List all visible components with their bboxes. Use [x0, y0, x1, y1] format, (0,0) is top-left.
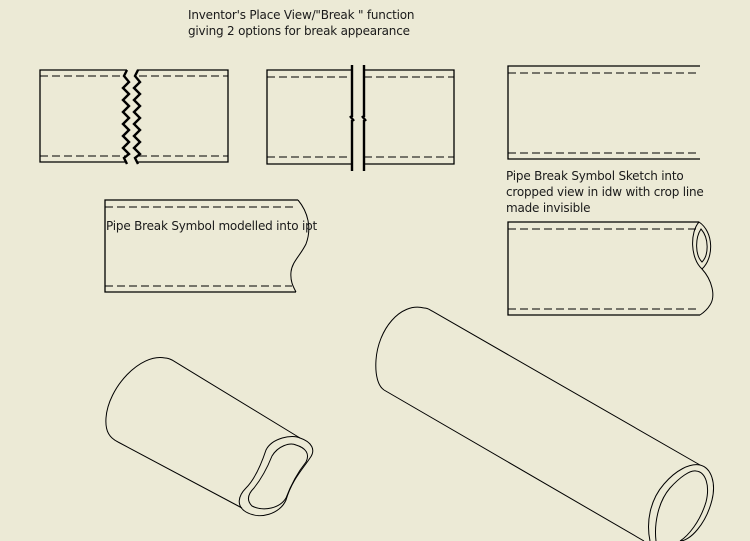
iso-pipe-full: [375, 306, 714, 541]
title-caption-line-2: giving 2 options for break appearance: [188, 24, 410, 38]
zigzag-break-view: [39, 69, 229, 165]
title-caption-line-1: Inventor's Place View/"Break " function: [188, 8, 415, 22]
iso-pipe-broken: [105, 357, 314, 516]
cropped-view-plain: [507, 65, 700, 160]
idw-sketch-break: [507, 221, 714, 316]
modelled-ipt-caption: Pipe Break Symbol modelled into ipt: [106, 219, 318, 233]
sketch-caption-line-1: Pipe Break Symbol Sketch into: [506, 169, 684, 183]
structural-break-view: [266, 65, 455, 171]
ipt-modelled-break: [104, 199, 310, 293]
sketch-caption-line-2: cropped view in idw with crop line: [506, 185, 704, 199]
sketch-caption-line-3: made invisible: [506, 201, 591, 215]
